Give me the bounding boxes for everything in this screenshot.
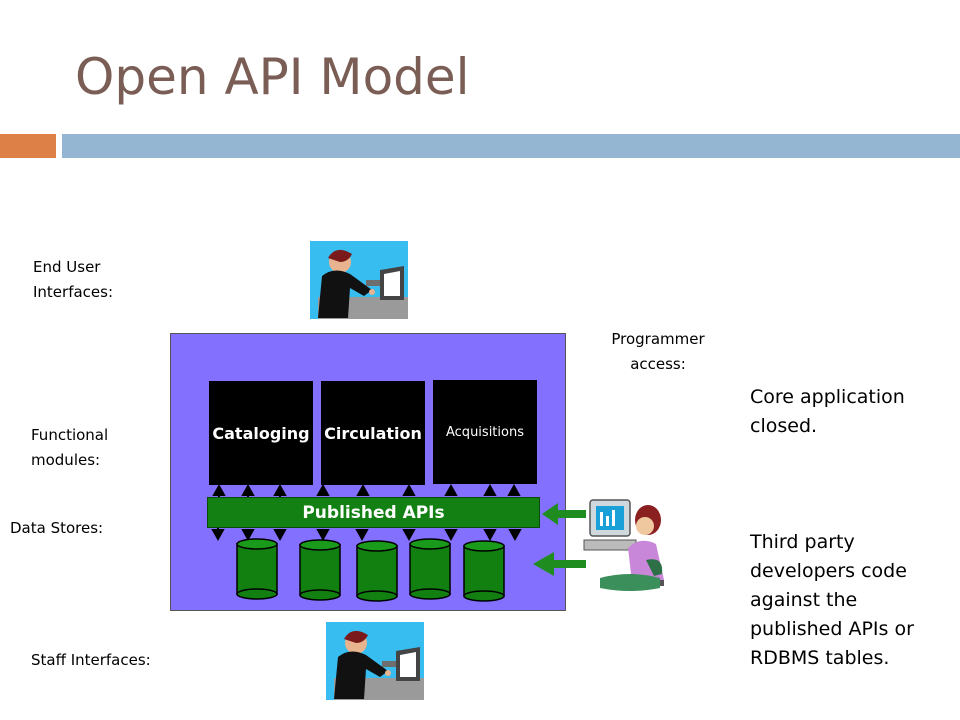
api-data-arrows bbox=[211, 528, 522, 542]
arrow-down-1 bbox=[211, 528, 225, 542]
programmer-access-label: Programmer access: bbox=[603, 327, 713, 377]
end-user-label-line1: End User bbox=[33, 258, 101, 276]
arrow-up-8 bbox=[483, 483, 497, 496]
data-stores-label: Data Stores: bbox=[10, 519, 104, 537]
functional-modules-label: Functional modules: bbox=[31, 423, 108, 473]
programmer-access-arrows bbox=[533, 503, 586, 576]
end-user-person-icon bbox=[310, 241, 408, 319]
arrow-up-5 bbox=[356, 483, 370, 496]
arrow-up-3 bbox=[273, 483, 287, 497]
arrow-down-7 bbox=[444, 529, 458, 542]
programmer-arrow-to-apis bbox=[542, 503, 586, 525]
module-api-arrows bbox=[212, 483, 521, 497]
data-store-1 bbox=[236, 538, 278, 600]
programmer-label-line2: access: bbox=[630, 355, 686, 373]
arrow-up-2 bbox=[241, 483, 255, 497]
end-user-label-line2: Interfaces: bbox=[33, 283, 114, 301]
side-text: Core application closed. Third party dev… bbox=[750, 354, 950, 702]
published-apis-label: Published APIs bbox=[302, 502, 445, 523]
module-circulation: Circulation bbox=[321, 381, 425, 485]
programmer-arrow-to-data bbox=[533, 552, 586, 576]
arrow-down-9 bbox=[508, 529, 522, 542]
published-apis-bar: Published APIs bbox=[207, 497, 540, 528]
end-user-label: End User Interfaces: bbox=[33, 255, 113, 305]
module-cataloging: Cataloging bbox=[209, 381, 313, 485]
programmer-label-line1: Programmer bbox=[611, 330, 705, 348]
arrow-up-7 bbox=[444, 483, 458, 496]
accent-bar-orange bbox=[0, 134, 56, 158]
arrow-up-6 bbox=[402, 483, 416, 496]
slide-title: Open API Model bbox=[75, 48, 470, 106]
side-text-para1: Core application closed. bbox=[750, 386, 905, 437]
arrow-down-4 bbox=[316, 529, 330, 542]
arrow-down-8 bbox=[483, 529, 497, 542]
arrow-down-2 bbox=[241, 529, 255, 542]
module-acquisitions: Acquisitions bbox=[433, 380, 537, 484]
arrow-down-3 bbox=[273, 529, 287, 542]
arrow-down-6 bbox=[402, 529, 416, 542]
arrow-down-5 bbox=[355, 529, 369, 542]
data-store-3 bbox=[356, 540, 398, 602]
staff-interfaces-label: Staff Interfaces: bbox=[31, 651, 151, 669]
arrow-up-9 bbox=[507, 483, 521, 496]
data-store-2 bbox=[299, 539, 341, 601]
data-store-4 bbox=[409, 538, 451, 600]
functional-label-line2: modules: bbox=[31, 451, 101, 469]
side-text-para2: Third party developers code against the … bbox=[750, 531, 914, 669]
accent-bar-blue bbox=[62, 134, 960, 158]
functional-label-line1: Functional bbox=[31, 426, 109, 444]
data-store-5 bbox=[463, 540, 505, 602]
arrow-up-4 bbox=[316, 483, 330, 496]
module-cataloging-label: Cataloging bbox=[212, 423, 310, 443]
data-store-cylinders bbox=[236, 538, 505, 602]
arrow-up-1 bbox=[212, 483, 226, 497]
module-circulation-label: Circulation bbox=[324, 423, 422, 443]
programmer-person-icon bbox=[583, 499, 664, 591]
module-acquisitions-label: Acquisitions bbox=[446, 424, 524, 440]
staff-person-icon bbox=[326, 622, 424, 700]
